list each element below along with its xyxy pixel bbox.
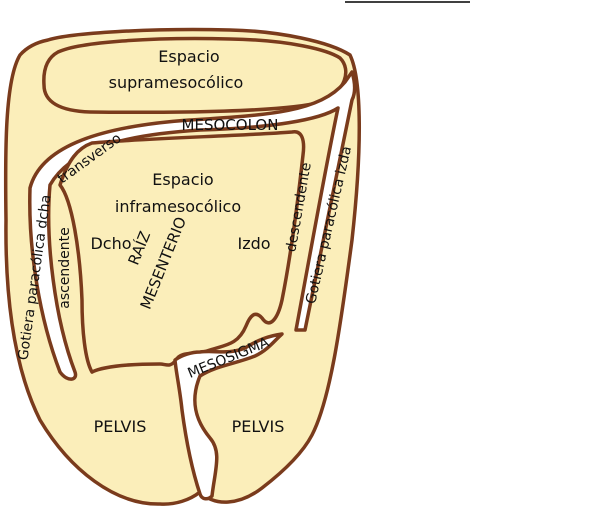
label-izdo: Izdo [237,234,270,253]
label-supra-line2: supramesocólico [109,73,244,92]
label-supra-line1: Espacio [158,47,219,66]
label-dcho: Dcho [90,234,131,253]
label-infra-line1: Espacio [152,170,213,189]
label-infra-line2: inframesocólico [115,197,241,216]
label-pelvis-right: PELVIS [232,417,285,436]
label-pelvis-left: PELVIS [94,417,147,436]
label-mesocolon: MESOCOLON [182,116,279,134]
label-ascendente: ascendente [57,227,73,309]
